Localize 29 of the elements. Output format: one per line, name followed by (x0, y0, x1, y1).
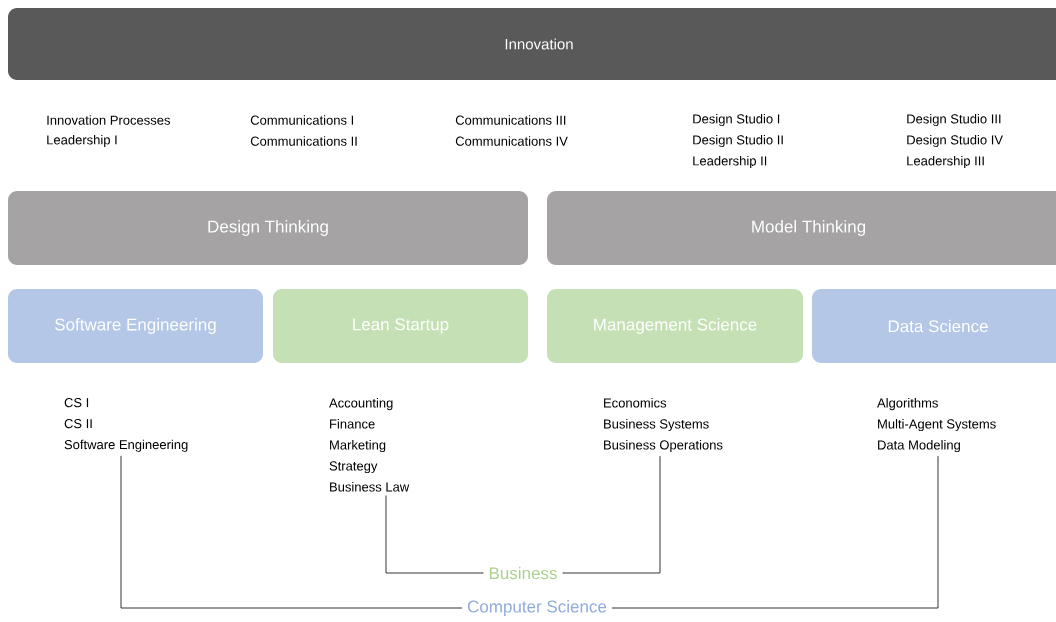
discipline-box: Data Science (812, 289, 1056, 363)
course-name: Design Studio IV (907, 134, 1003, 148)
course-name: Leadership III (907, 155, 984, 169)
course-name: Communications III (455, 115, 566, 125)
course-name: Design Studio II (693, 134, 783, 148)
course-name: Communications II (250, 136, 357, 146)
connector-line (611, 455, 939, 609)
category-band: Model Thinking (547, 191, 1056, 265)
discipline-box: Lean Startup (273, 289, 528, 363)
course-list: CS I CS II Software Engineering (64, 398, 188, 452)
bar-heading: Innovation (8, 8, 1056, 80)
discipline-box: Software Engineering (8, 289, 263, 363)
course-name: Leadership II (693, 155, 767, 169)
course-list: Economics Business Systems Business Operations (604, 398, 723, 453)
course-name: Leadership I (47, 134, 117, 148)
course-name: Communications IV (455, 136, 568, 146)
connector-line (385, 495, 484, 574)
course-list: Accounting Finance Marketing Strategy Business Law (329, 398, 410, 492)
discipline-box: Management Science (547, 289, 803, 363)
course-list: Algorithms Multi-Agent Systems Data Modeling (877, 398, 996, 453)
connector-line (120, 455, 463, 609)
connector-line (562, 455, 661, 574)
field-label: Computer Science (467, 600, 607, 616)
field-label: Business (489, 566, 557, 580)
course-name: Communications I (250, 115, 353, 125)
category-band: Design Thinking (8, 191, 528, 265)
course-name: Design Studio I (693, 113, 780, 127)
course-name: Innovation Processes (47, 115, 170, 125)
course-name: Design Studio III (907, 113, 1001, 127)
